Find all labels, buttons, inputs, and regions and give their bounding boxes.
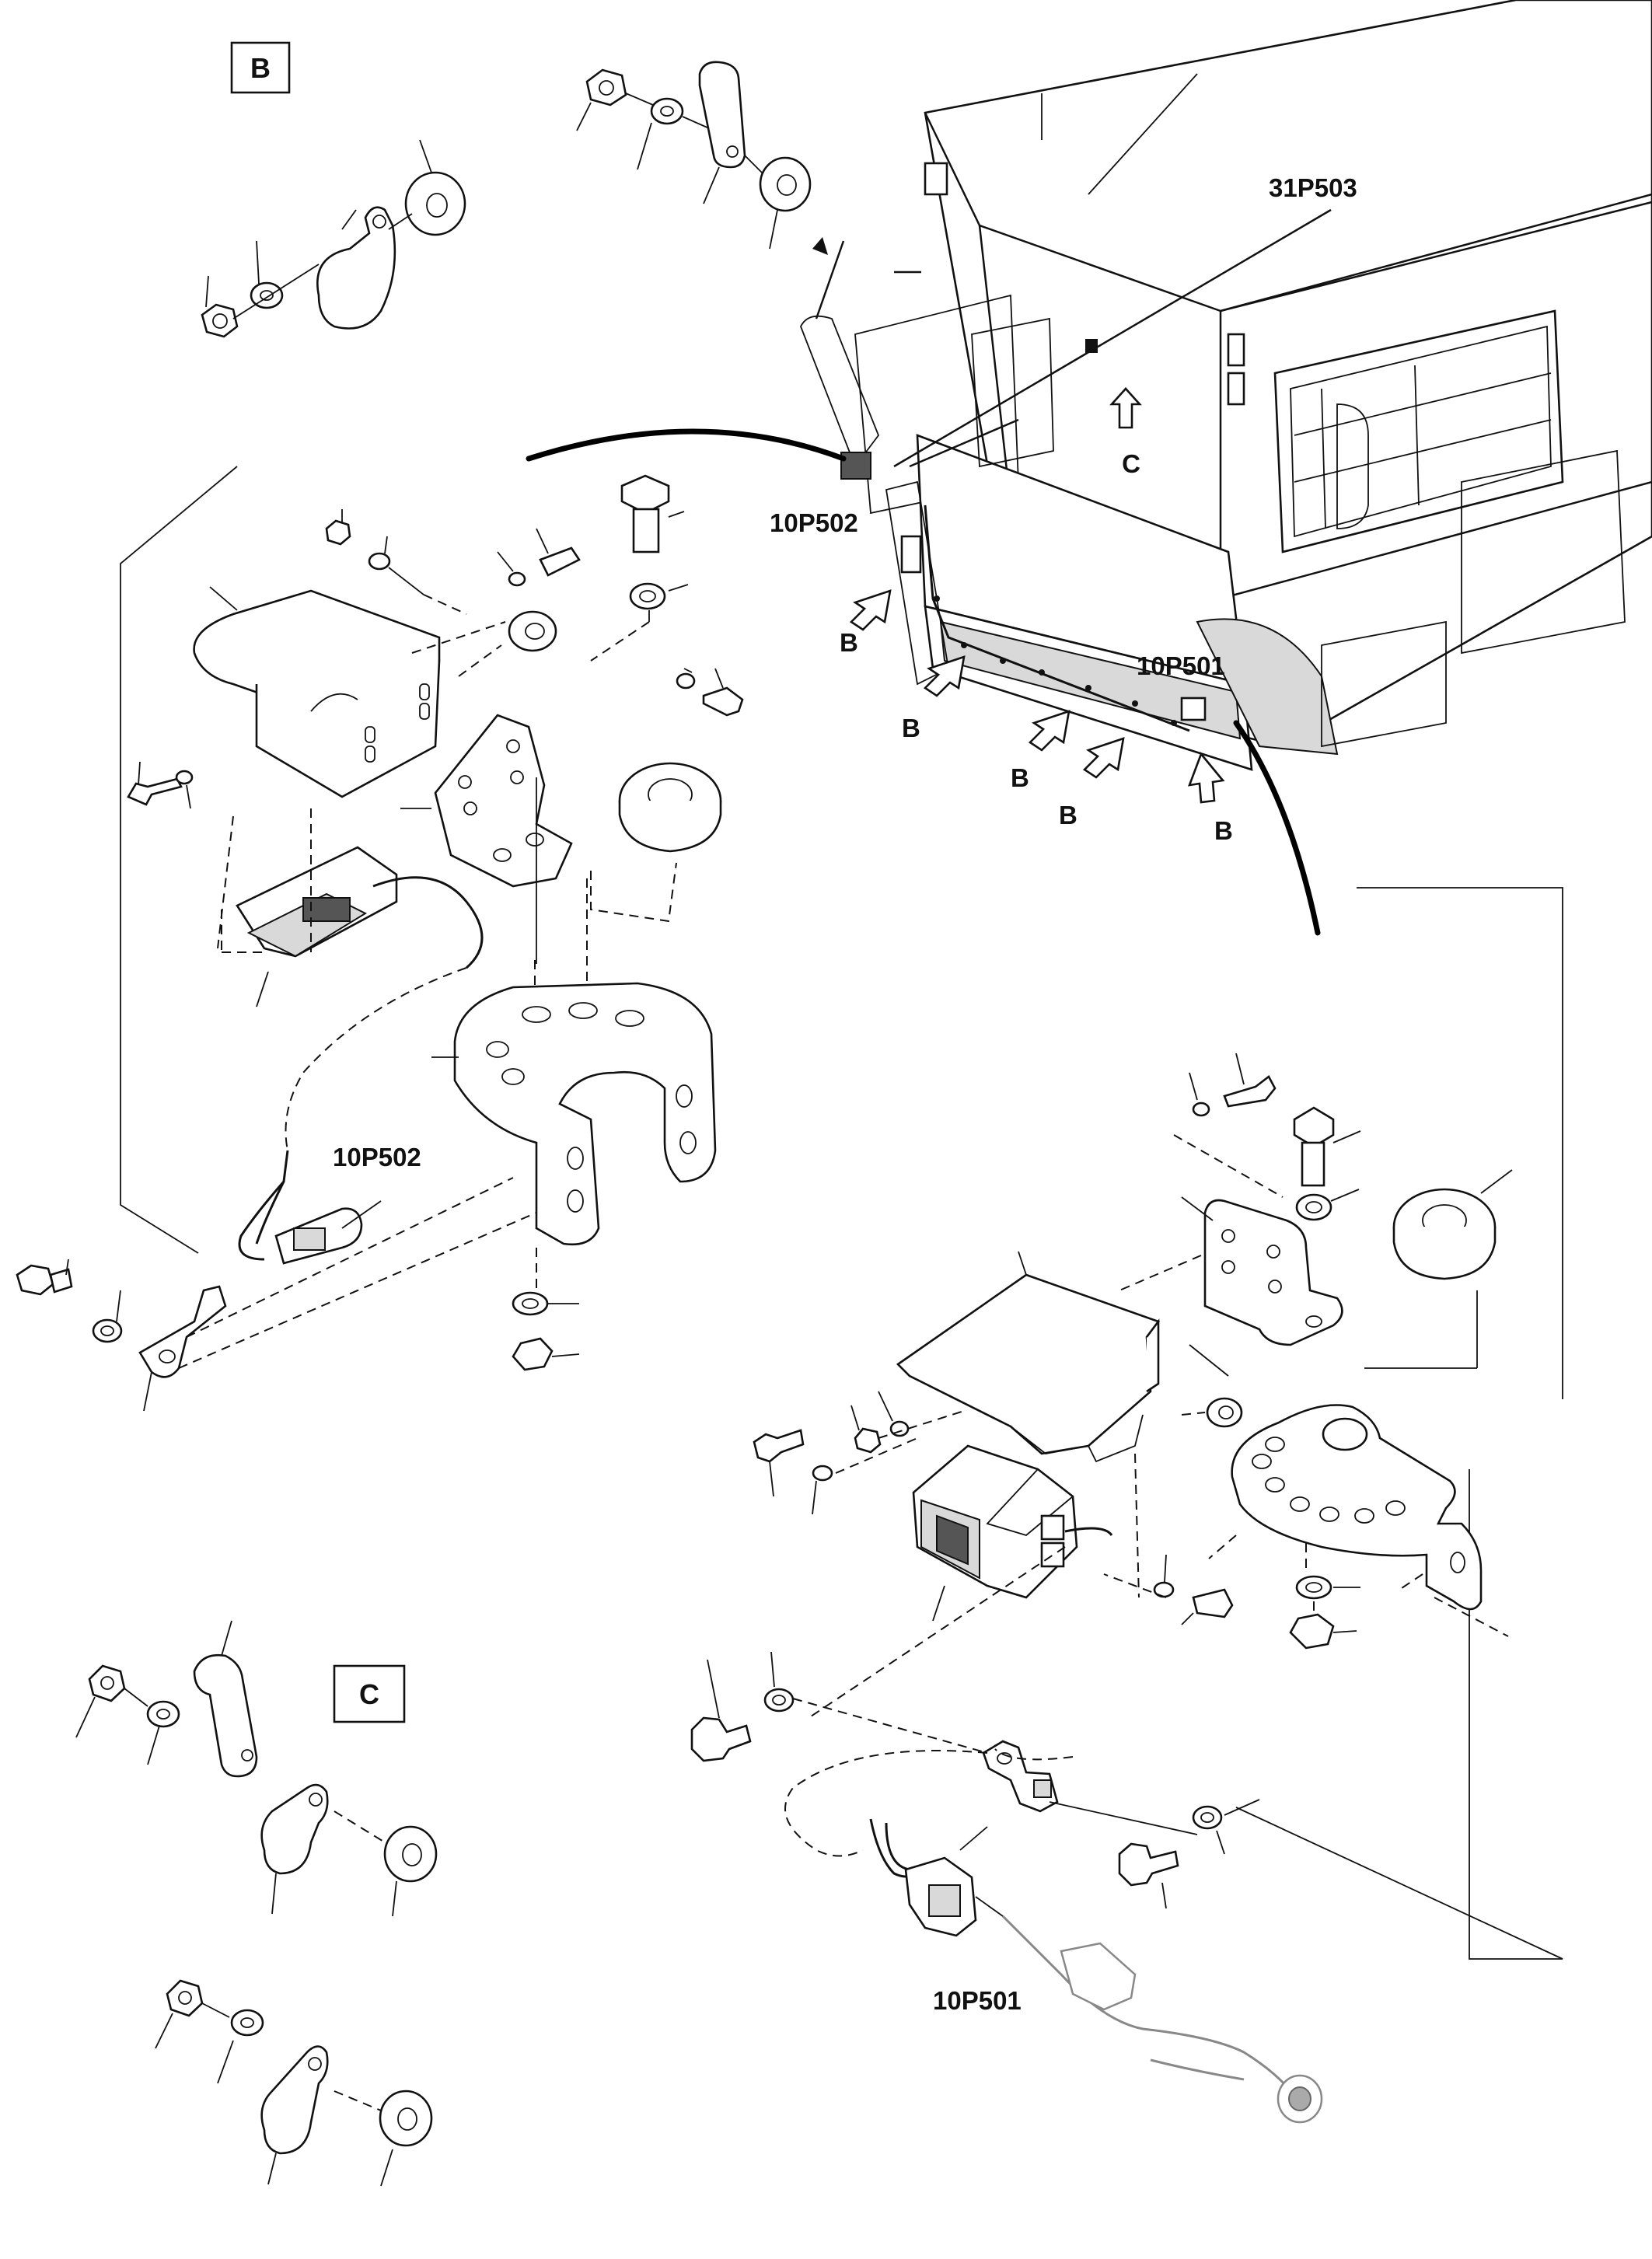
lower-washer-right-icon: [1295, 1575, 1332, 1600]
washer-lower-left-icon: [763, 1688, 795, 1713]
view-arrow-b-icon-4: [1082, 737, 1125, 779]
mating-connector-icon: [1060, 1942, 1137, 2011]
clip-assembly-c-2: [155, 1979, 433, 2187]
p-clip-c1-icon: [193, 1653, 258, 1778]
p-clip-c3-icon: [260, 2045, 329, 2155]
hex-bolt-icon: [590, 474, 689, 662]
clip-assembly-c-1: [75, 1620, 438, 1917]
detail-box-c-label: C: [359, 1678, 379, 1710]
nut-icon-2: [585, 68, 627, 106]
bolt-left-icon: [16, 1259, 123, 1343]
screw-under-sensor-icon: [1192, 1588, 1234, 1618]
view-arrow-b-icon-2: [923, 655, 966, 697]
sensor-bracket-10p502-icon: [900, 535, 922, 574]
view-arrow-c-icon: [1109, 387, 1142, 429]
p-clip-c2-icon: [260, 1783, 329, 1875]
l-plate-right-icon: [1203, 1199, 1343, 1346]
lower-nut-icon: [512, 1337, 554, 1371]
label-31p503: 31P503: [1269, 173, 1357, 202]
paver-machine-overview: 31P503: [800, 0, 1652, 771]
detail-box-b-label: B: [250, 52, 271, 84]
spacer-c1-icon: [383, 1825, 438, 1883]
label-10p501-detail: 10P501: [933, 1986, 1022, 2015]
sensor-cable-dashed: [285, 967, 467, 1151]
clip-assembly-top: [576, 61, 845, 319]
nut-c2-icon: [166, 1979, 204, 2017]
label-10p502-top: 10P502: [770, 508, 858, 537]
washer-lower-right-icon: [1192, 1805, 1223, 1830]
connector-tab-right-icon: [982, 1740, 1059, 1813]
callout-curve-10p501: [1233, 720, 1321, 936]
spacer-c2-icon: [379, 2090, 433, 2147]
washer-left-icon: [92, 1318, 123, 1343]
l-bracket-icon: [434, 714, 573, 888]
cable-clip-dots: [934, 595, 1177, 726]
sensor-assembly-10p501: 10P501: [690, 887, 1563, 2124]
nut-c1-icon: [88, 1664, 126, 1702]
detail-box-c-frame: [333, 1664, 406, 1723]
lower-nut-right-icon: [1289, 1613, 1335, 1650]
screw-top-right-icon: [1223, 1075, 1277, 1108]
u-mounting-plate-icon: [453, 982, 717, 1246]
view-arrow-b-icon-1: [849, 589, 892, 631]
washer-icon-2: [650, 97, 684, 125]
label-view-b-2: B: [902, 714, 920, 742]
label-view-c: C: [1122, 449, 1140, 478]
label-view-b-3: B: [1011, 763, 1029, 792]
sensor-bracket-10p501-icon: [1180, 697, 1207, 721]
cover-screw-right: [411, 528, 581, 677]
label-10p501-top: 10P501: [1137, 651, 1225, 680]
washer-c1-icon: [146, 1700, 180, 1728]
label-view-b-4: B: [1059, 801, 1077, 829]
bolt-lower-right-icon: [1118, 1842, 1179, 1887]
sensor-cover-body-icon: [255, 660, 441, 798]
hex-bolt-right-icon: [1293, 1106, 1335, 1148]
tab-bracket-icon: [138, 1285, 227, 1378]
sensor-10p502-marker: [840, 452, 871, 480]
clip-assembly-b: [201, 139, 466, 338]
bolt-washer-right-icon: [1295, 1193, 1332, 1221]
cover-screw-top: [325, 509, 467, 615]
view-arrow-b-icon-5: [1188, 752, 1225, 804]
sensor-cable: [924, 505, 1190, 732]
label-view-b-1: B: [840, 628, 858, 657]
bolt-washer-icon: [629, 582, 666, 610]
small-screw-icon: [676, 668, 744, 717]
cover-screw-left: [127, 761, 194, 809]
detail-box-b-frame: [230, 41, 291, 94]
sensor-cover-right-icon: [896, 1273, 1161, 1455]
grommet-small-icon: [508, 610, 557, 652]
detail-box-c: C: [333, 1664, 406, 1723]
screw-left-right-icon: [753, 1429, 805, 1463]
label-10p502-detail: 10P502: [333, 1143, 421, 1171]
lower-washer-icon: [512, 1291, 549, 1316]
grommet-small-right-icon: [1206, 1397, 1243, 1428]
view-arrows: C B B B B B: [840, 387, 1233, 845]
u-plate-right-icon: [1231, 1404, 1483, 1611]
detail-box-b: B: [230, 41, 291, 94]
bolt-lower-left-icon: [690, 1716, 752, 1762]
sensor-assembly-10p502: 10P502: [16, 466, 744, 1412]
view-arrow-b-icon-3: [1028, 710, 1070, 752]
connector-10p502-icon: [274, 1200, 382, 1265]
washer-c2-icon: [230, 2009, 264, 2037]
callout-curve-10p502: [526, 428, 847, 462]
mating-cable: [1001, 1915, 1292, 2092]
spacer-ring-icon: [404, 171, 466, 236]
p-clip-icon: [316, 206, 396, 330]
label-view-b-5: B: [1214, 816, 1233, 845]
spacer-ring-icon-2: [759, 156, 812, 212]
nut-icon: [201, 303, 239, 338]
sensor-10p502-body-icon: [217, 808, 484, 1007]
sensor-10p501-body-icon: [912, 1444, 1140, 1622]
